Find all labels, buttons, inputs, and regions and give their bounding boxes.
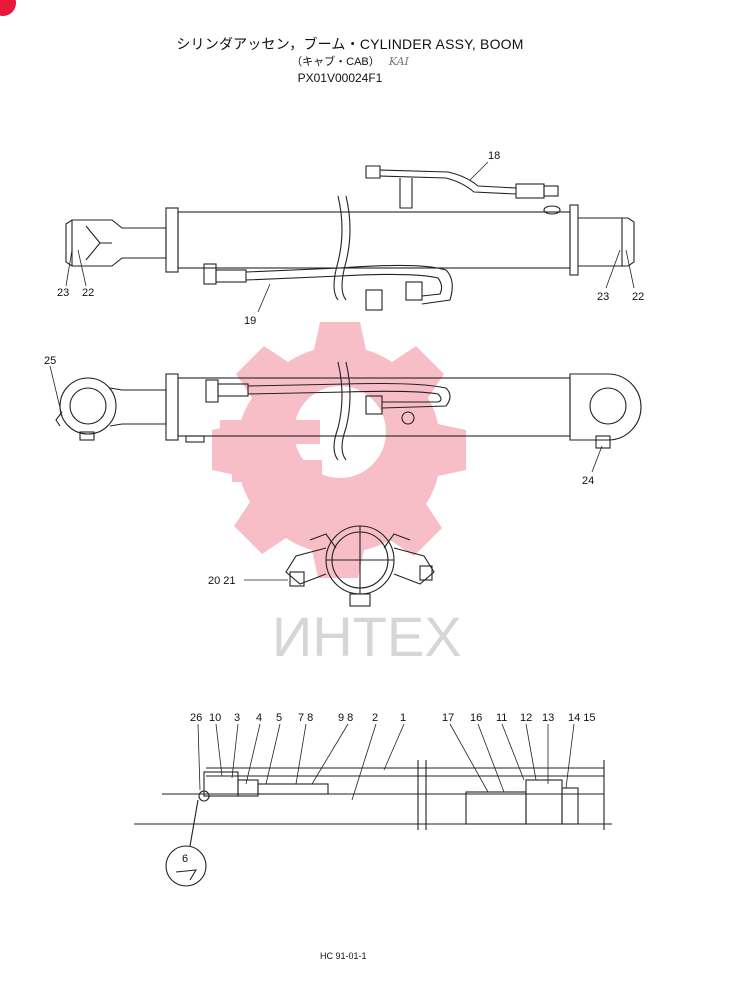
callout-labels: 18 19 23 22 23 22 25 24 20 21 26 10 3 4 … <box>44 150 644 865</box>
callout-17: 17 <box>442 712 454 724</box>
callout-23-right: 23 <box>597 291 609 303</box>
callout-10: 10 <box>209 712 221 724</box>
side-view <box>55 361 642 461</box>
callout-22-right: 22 <box>632 291 644 303</box>
part-number: PX01V00024F1 <box>297 71 383 85</box>
watermark-text: ИНТЕХ <box>272 605 462 668</box>
detail-circle <box>165 799 207 887</box>
callout-20-21: 20 21 <box>208 575 236 587</box>
callout-1: 1 <box>400 712 406 724</box>
page-title: シリンダアッセン，ブーム・CYLINDER ASSY, BOOM <box>176 36 524 52</box>
end-view <box>285 525 435 607</box>
callout-5: 5 <box>276 712 282 724</box>
callout-26: 26 <box>190 712 202 724</box>
callout-6: 6 <box>182 853 188 865</box>
callout-7-8: 7 8 <box>298 712 313 724</box>
callout-18: 18 <box>488 150 500 162</box>
cab-label: （キャブ・CAB） <box>291 56 380 68</box>
callout-2: 2 <box>372 712 378 724</box>
callout-3: 3 <box>234 712 240 724</box>
top-view <box>65 165 635 311</box>
callout-19: 19 <box>244 315 256 327</box>
handwritten-note: KAI <box>388 55 409 68</box>
callout-23-left: 23 <box>57 287 69 299</box>
callout-16: 16 <box>470 712 482 724</box>
callout-9-8: 9 8 <box>338 712 353 724</box>
corner-badge <box>0 0 16 16</box>
callout-14-15: 14 15 <box>568 712 596 724</box>
watermark-gear-icon <box>212 322 466 578</box>
callout-22-left: 22 <box>82 287 94 299</box>
leader-lines <box>49 161 635 801</box>
callout-4: 4 <box>256 712 262 724</box>
callout-24: 24 <box>582 475 594 487</box>
callout-12: 12 <box>520 712 532 724</box>
callout-11: 11 <box>496 712 507 724</box>
page-subtitle: （キャブ・CAB） KAI <box>0 53 700 69</box>
section-view <box>134 760 612 830</box>
page-footer-code: HC 91-01-1 <box>320 951 367 961</box>
callout-13: 13 <box>542 712 554 724</box>
callout-25: 25 <box>44 355 56 367</box>
